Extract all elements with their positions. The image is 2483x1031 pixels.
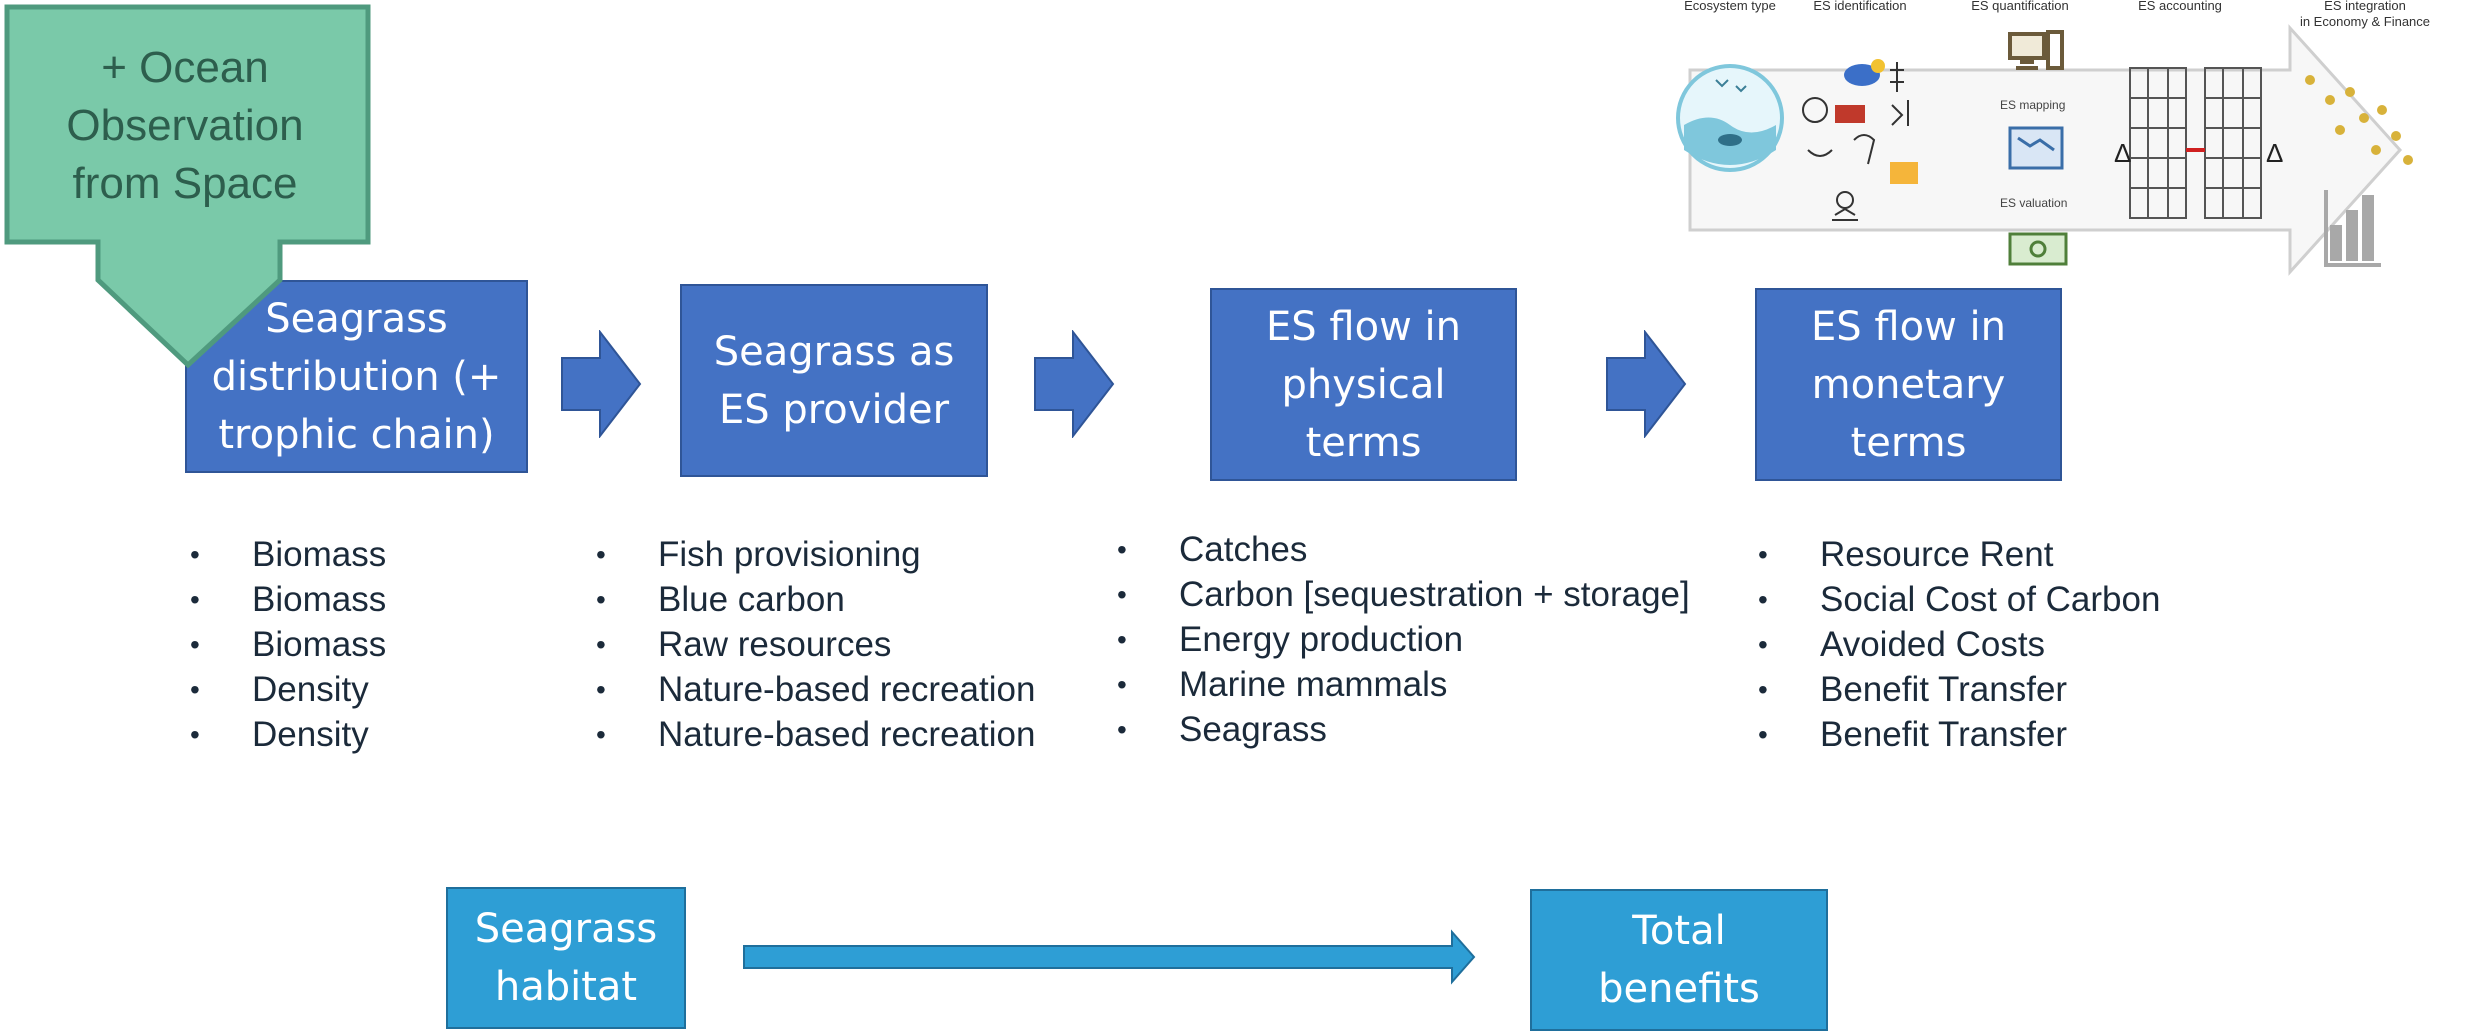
list-physical-flows: Catches Carbon [sequestration + storage]… bbox=[1117, 527, 1690, 752]
framework-inset-figure: Ecosystem type ES identification ES quan… bbox=[1640, 0, 2483, 300]
ecosystem-circle-icon bbox=[1676, 64, 1784, 172]
list-item: Benefit Transfer bbox=[1758, 667, 2160, 712]
box-es-flow-physical: ES flow in physical terms bbox=[1210, 288, 1517, 481]
box-seagrass-habitat: Seagrass habitat bbox=[446, 887, 686, 1029]
arrow-1-icon bbox=[561, 330, 642, 438]
list-item: Density bbox=[190, 712, 386, 757]
list-item: Marine mammals bbox=[1117, 662, 1690, 707]
box-total-benefits-label: Total benefits bbox=[1598, 908, 1760, 1012]
box-seagrass-es-provider-label: Seagrass as ES provider bbox=[713, 328, 955, 433]
list-item: Biomass bbox=[190, 577, 386, 622]
box-total-benefits: Total benefits bbox=[1530, 889, 1828, 1031]
box-es-flow-monetary-label: ES flow in monetary terms bbox=[1811, 303, 2006, 466]
list-item: Resource Rent bbox=[1758, 532, 2160, 577]
list-item: Nature-based recreation bbox=[596, 667, 1035, 712]
list-item: Social Cost of Carbon bbox=[1758, 577, 2160, 622]
callout-shape bbox=[4, 4, 371, 369]
box-seagrass-es-provider: Seagrass as ES provider bbox=[680, 284, 988, 477]
integration-dots-icon bbox=[2305, 75, 2413, 165]
inset-label-es-integration: ES integration in Economy & Finance bbox=[2299, 0, 2431, 29]
list-item: Raw resources bbox=[596, 622, 1035, 667]
ocean-observation-label: + Ocean Observation from Space bbox=[66, 43, 304, 208]
delta-left-label: Δ bbox=[2114, 138, 2132, 168]
list-item: Catches bbox=[1117, 527, 1690, 572]
list-item: Density bbox=[190, 667, 386, 712]
box-es-flow-physical-label: ES flow in physical terms bbox=[1266, 303, 1461, 466]
inset-label-es-mapping: ES mapping bbox=[2000, 98, 2066, 112]
list-item: Fish provisioning bbox=[596, 532, 1035, 577]
box-seagrass-distribution: Seagrass distribution (+ trophic chain) bbox=[185, 280, 528, 473]
arrow-3-icon bbox=[1606, 330, 1687, 438]
list-item: Biomass bbox=[190, 622, 386, 667]
inset-label-es-quantification: ES quantification bbox=[1971, 0, 2069, 13]
inset-label-es-identification: ES identification bbox=[1813, 0, 1907, 13]
money-icon bbox=[2008, 232, 2068, 266]
map-icon bbox=[2008, 126, 2064, 170]
inset-label-es-accounting: ES accounting bbox=[2138, 0, 2222, 13]
accounting-grid-icon bbox=[2129, 67, 2262, 219]
list-item: Avoided Costs bbox=[1758, 622, 2160, 667]
bar-chart-icon bbox=[2324, 190, 2381, 267]
long-arrow-icon bbox=[743, 929, 1476, 985]
list-distribution-metrics: Biomass Biomass Biomass Density Density bbox=[190, 532, 386, 757]
list-item: Carbon [sequestration + storage] bbox=[1117, 572, 1690, 617]
list-monetary-methods: Resource Rent Social Cost of Carbon Avoi… bbox=[1758, 532, 2160, 757]
list-item: Benefit Transfer bbox=[1758, 712, 2160, 757]
es-identification-icons bbox=[1802, 59, 1918, 221]
box-es-flow-monetary: ES flow in monetary terms bbox=[1755, 288, 2062, 481]
list-item: Energy production bbox=[1117, 617, 1690, 662]
list-item: Seagrass bbox=[1117, 707, 1690, 752]
list-es-provided: Fish provisioning Blue carbon Raw resour… bbox=[596, 532, 1035, 757]
inset-label-es-valuation: ES valuation bbox=[2000, 196, 2068, 210]
box-seagrass-habitat-label: Seagrass habitat bbox=[474, 906, 658, 1010]
inset-label-ecosystem-type: Ecosystem type bbox=[1684, 0, 1776, 13]
arrow-2-icon bbox=[1034, 330, 1115, 438]
ocean-observation-callout: + Ocean Observation from Space bbox=[0, 0, 380, 385]
computer-icon bbox=[2008, 30, 2064, 70]
box-seagrass-distribution-label: Seagrass distribution (+ trophic chain) bbox=[211, 295, 502, 458]
list-item: Blue carbon bbox=[596, 577, 1035, 622]
framework-inset-graphic bbox=[1676, 24, 2413, 276]
delta-right-label: Δ bbox=[2266, 138, 2284, 168]
list-item: Biomass bbox=[190, 532, 386, 577]
list-item: Nature-based recreation bbox=[596, 712, 1035, 757]
